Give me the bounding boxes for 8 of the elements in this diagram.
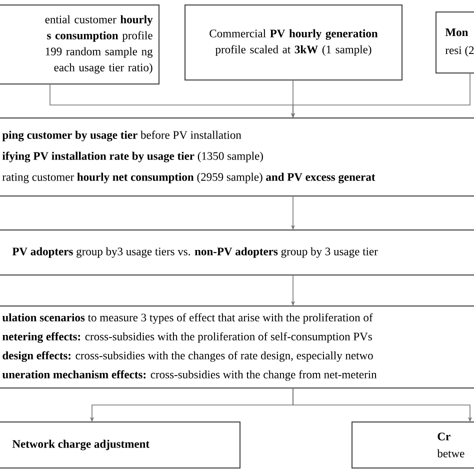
process-box: PV adopters group by3 usage tiers vs. non-PV adopters group by 3 usage tier xyxy=(0,230,474,276)
process-box: ulation scenarios to measure 3 types of effect that arise with the proliferation of netering effects: cross-subsidies with the proliferation of self-consumption PVs design effects: cross-subsidies with the changes of rate design, especially netwo uneration mechanism effects: cross-subsidies with the change from net-meterin xyxy=(0,306,474,388)
process-box: Mon resi (2 xyxy=(436,12,474,74)
process-box: ential customer hourly s consumption profile 199 random sample ng each usage tier ratio) xyxy=(0,4,160,84)
process-box: Cr betwe xyxy=(352,422,474,468)
process-box: ping customer by usage tier before PV installation ifying PV installation rate by usage tier (1350 sample) rating customer hourly net consumption (2959 sample) and PV excess generat xyxy=(0,118,474,196)
process-box: Commercial PV hourly generation profile scaled at 3kW (1 sample) xyxy=(184,4,402,80)
process-box: Network charge adjustment xyxy=(0,422,240,468)
